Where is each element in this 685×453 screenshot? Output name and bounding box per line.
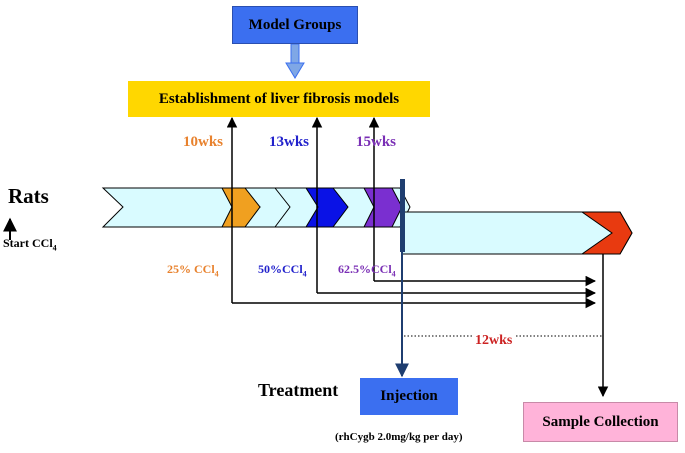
establishment-box: Establishment of liver fibrosis models (128, 81, 430, 117)
timepoint-15wks: 15wks (356, 134, 397, 150)
timepoint-13wks: 13wks (269, 134, 310, 150)
concentration-62-text: 62.5%CCl (338, 262, 392, 276)
concentration-62-sub: 4 (391, 269, 396, 279)
dose-label: (rhCygb 2.0mg/kg per day) (335, 431, 463, 443)
treatment-start-bar (400, 179, 405, 252)
concentration-25: 25% CCl4 (167, 262, 219, 278)
concentration-50-sub: 4 (302, 269, 307, 279)
sample-collection-box: Sample Collection (523, 402, 678, 442)
chevron-divider (274, 187, 291, 228)
treatment-label: Treatment (258, 380, 339, 400)
establishment-label: Establishment of liver fibrosis models (158, 90, 400, 107)
injection-box: Injection (360, 378, 458, 415)
duration-12wks: 12wks (473, 333, 515, 349)
timepoint-10wks: 10wks (183, 134, 224, 150)
concentration-50: 50%CCl4 (258, 262, 307, 278)
concentration-25-sub: 4 (214, 269, 219, 279)
start-ccl4-label: Start CCl4 (3, 236, 57, 252)
concentration-50-text: 50%CCl (258, 262, 303, 276)
model-groups-arrow (285, 43, 305, 79)
start-ccl4-sub: 4 (52, 243, 57, 253)
concentration-62: 62.5%CCl4 (338, 262, 396, 278)
concentration-25-text: 25% CCl (167, 262, 215, 276)
model-groups-box: Model Groups (232, 6, 358, 44)
timeline-end-tip (580, 211, 633, 255)
start-ccl4-text: Start CCl (3, 236, 53, 250)
rats-label: Rats (8, 184, 49, 208)
sample-collection-label: Sample Collection (542, 413, 659, 430)
injection-label: Injection (380, 388, 438, 404)
model-groups-label: Model Groups (248, 16, 342, 33)
